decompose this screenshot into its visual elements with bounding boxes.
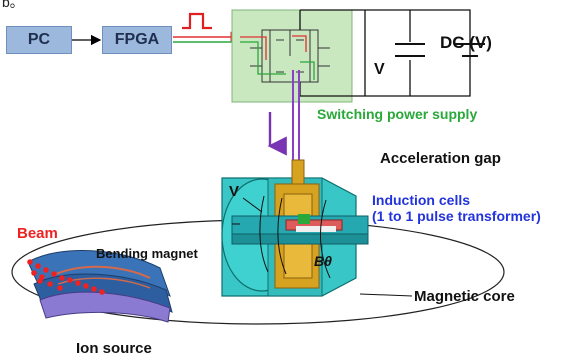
v-gap-pointer (242, 197, 263, 213)
induction-cells-label: Induction cells (372, 192, 471, 208)
dc-capacitor (395, 43, 425, 57)
supply-voltage-label: V (374, 61, 385, 78)
fpga-block: FPGA (102, 26, 172, 54)
bending-magnet-label: Bending magnet (96, 246, 198, 261)
core-pointer (359, 293, 413, 297)
pulse-transformer-label: (1 to 1 pulse transformer) (372, 208, 541, 224)
pc-block: PC (6, 26, 72, 54)
b-theta-label: Bθ (314, 253, 332, 269)
dc-voltage-label: DC (V) (440, 33, 492, 52)
magnetic-core-label: Magnetic core (414, 288, 515, 305)
acceleration-gap-label: Acceleration gap (380, 150, 501, 167)
h-bridge-circuit (250, 29, 330, 83)
gap-voltage-label: V (229, 183, 240, 200)
ion-source-label: Ion source (76, 340, 152, 357)
induction-cell (221, 159, 369, 297)
beam-label: Beam (17, 225, 58, 242)
dc-battery (455, 43, 485, 57)
beam-particles (27, 259, 105, 295)
h-bridge-drive-green (240, 41, 315, 80)
pulse-symbol (182, 12, 212, 30)
corner-glyph: b。 (2, 0, 24, 10)
h-bridge-drive-red (240, 35, 307, 60)
switching-supply-label: Switching power supply (317, 106, 478, 122)
